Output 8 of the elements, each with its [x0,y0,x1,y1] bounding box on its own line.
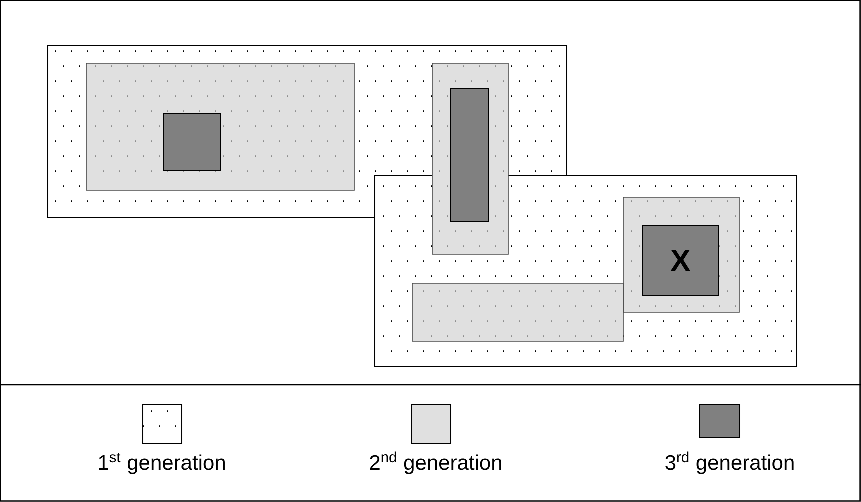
third-generation-box [450,88,490,222]
legend-label: 1$^{st}$ generation [99,452,225,474]
legend-label: 2$^{nd}$ generation [370,452,502,474]
labeled-box: X [642,224,720,296]
second-generation-box [412,282,624,342]
third-generation-box [163,112,222,172]
legend-label: 3$^{rd}$ generation [666,452,794,474]
second-generation-box [86,62,355,191]
